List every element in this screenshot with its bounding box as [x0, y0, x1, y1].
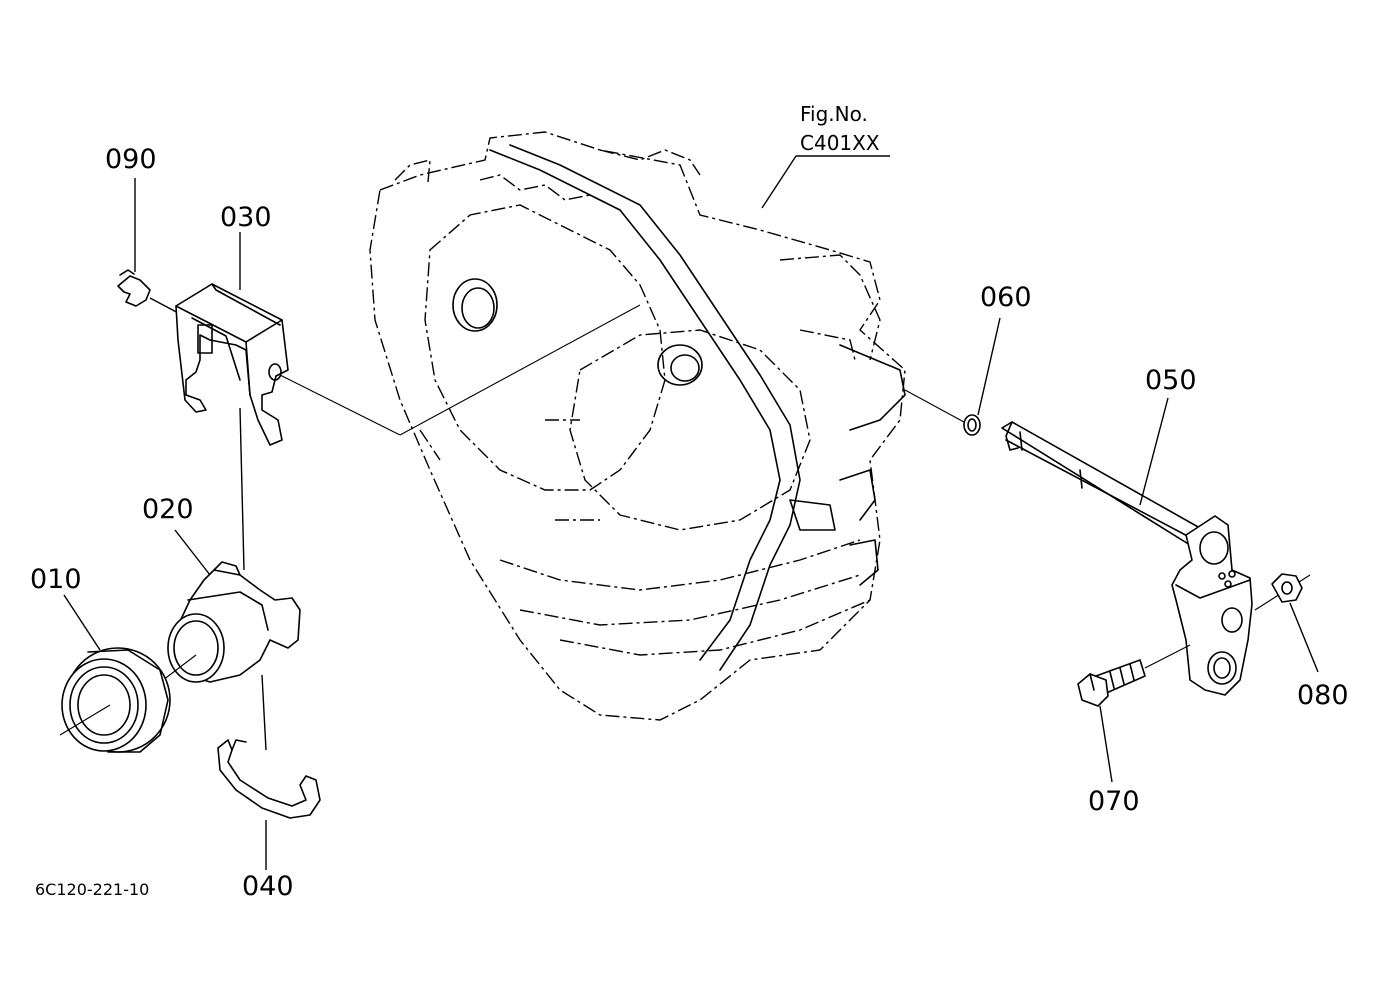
part-labels: 090 030 020 010 040 060 050 080 070 [30, 144, 1349, 902]
part-090-retaining-clip [117, 178, 183, 316]
part-020-hub [149, 407, 301, 751]
figure-number-block: Fig.No. C401XX [761, 102, 890, 209]
label-050: 050 [1145, 365, 1197, 396]
part-010-bearing [59, 594, 171, 753]
fig-leader [761, 155, 797, 209]
part-030-bracket [175, 232, 289, 446]
part-060-o-ring [904, 317, 1001, 436]
label-070: 070 [1088, 786, 1140, 817]
part-070-bolt [1077, 644, 1191, 783]
fig-number: C401XX [800, 131, 880, 155]
fig-label: Fig.No. [800, 102, 868, 126]
drawing-code: 6C120-221-10 [35, 880, 149, 899]
label-020: 020 [142, 494, 194, 525]
label-010: 010 [30, 564, 82, 595]
clutch-housing [279, 131, 906, 721]
part-040-spring-clip [217, 739, 321, 870]
label-030: 030 [220, 202, 272, 233]
part-050-shaft [1001, 397, 1311, 696]
label-060: 060 [980, 282, 1032, 313]
label-040: 040 [242, 871, 294, 902]
label-080: 080 [1297, 680, 1349, 711]
label-090: 090 [105, 144, 157, 175]
part-080-nut [1271, 573, 1319, 673]
